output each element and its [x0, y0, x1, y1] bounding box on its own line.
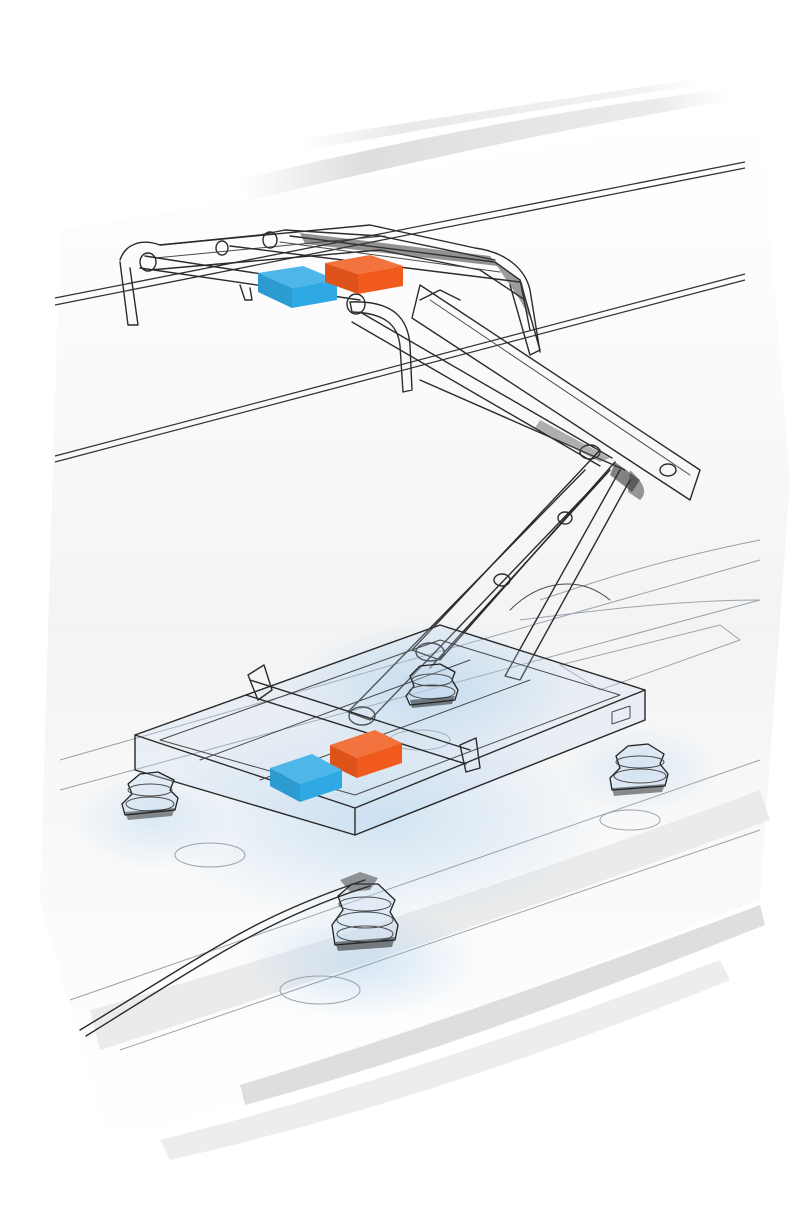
lower-blue-cube: [270, 754, 342, 802]
upper-components: [258, 255, 403, 308]
lower-components: [270, 730, 402, 802]
insulator: [121, 771, 179, 820]
upper-arm: [351, 284, 701, 501]
overhead-wires: [54, 161, 746, 463]
power-cable: [79, 879, 371, 1037]
roof-outline: [59, 539, 761, 1051]
insulator: [609, 743, 669, 796]
background-wash: [40, 78, 790, 1160]
lower-orange-cube: [330, 730, 402, 778]
lower-arm: [347, 449, 645, 726]
base-frame: [134, 624, 646, 836]
insulator: [405, 663, 459, 708]
upper-blue-cube: [258, 266, 337, 308]
upper-orange-cube: [325, 255, 403, 294]
insulators: [121, 663, 669, 951]
